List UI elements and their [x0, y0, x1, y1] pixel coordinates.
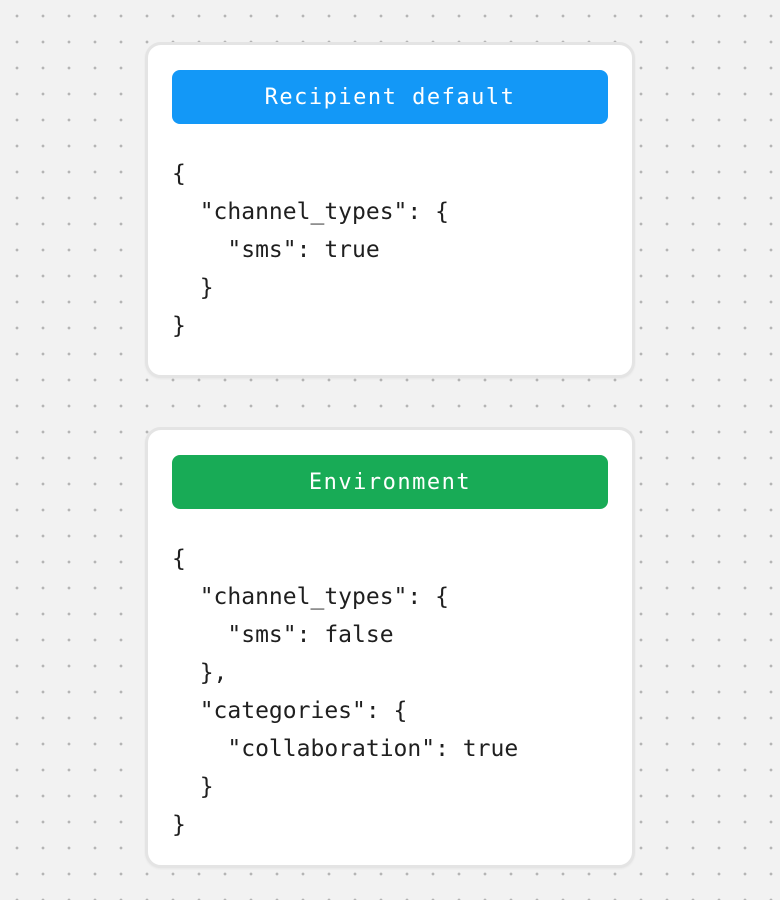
- recipient-default-badge: Recipient default: [172, 70, 608, 124]
- environment-badge: Environment: [172, 455, 608, 509]
- card-environment: Environment { "channel_types": { "sms": …: [145, 427, 635, 868]
- recipient-default-json-code: { "channel_types": { "sms": true } }: [172, 161, 449, 339]
- card-recipient-default: Recipient default { "channel_types": { "…: [145, 42, 635, 378]
- environment-json-code: { "channel_types": { "sms": false }, "ca…: [172, 546, 519, 838]
